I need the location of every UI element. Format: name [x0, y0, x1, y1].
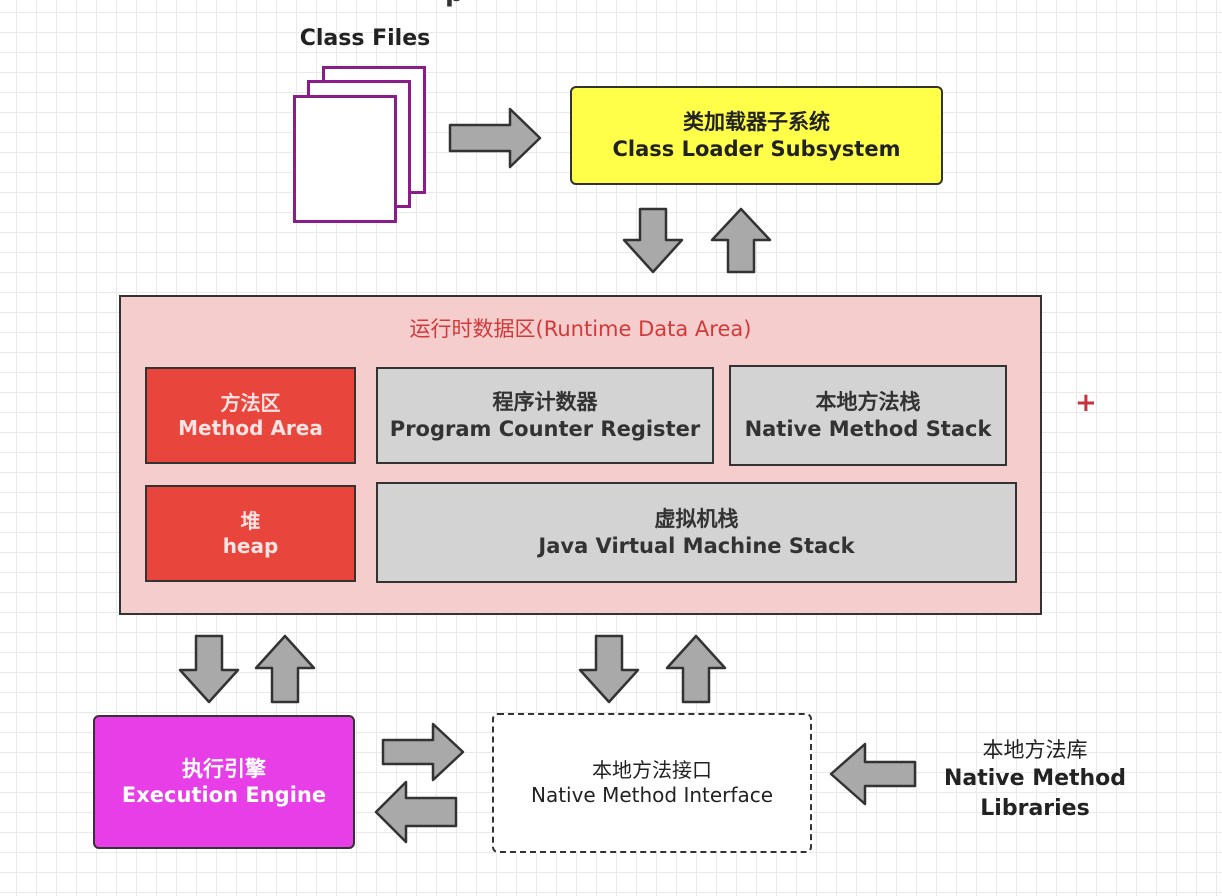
native-method-libraries: 本地方法库 Native Method Libraries	[930, 736, 1140, 824]
execution-engine: 执行引擎 Execution Engine	[93, 715, 355, 849]
class-files-label: Class Files	[299, 26, 431, 51]
java-virtual-machine-stack: 虚拟机栈 Java Virtual Machine Stack	[376, 482, 1017, 583]
block-arrow-icon-libraries-to-interface	[829, 742, 917, 806]
method-area-en: Method Area	[178, 415, 323, 440]
native-method-stack: 本地方法栈 Native Method Stack	[729, 365, 1007, 466]
method-area-cn: 方法区	[220, 390, 281, 415]
program-counter-register: 程序计数器 Program Counter Register	[376, 367, 714, 464]
native-method-stack-cn: 本地方法栈	[815, 390, 921, 415]
method-area: 方法区 Method Area	[145, 367, 356, 464]
block-arrow-icon-interface-to-exec	[374, 780, 458, 844]
native-method-stack-en: Native Method Stack	[744, 416, 992, 441]
native-libraries-en-line2: Libraries	[980, 796, 1090, 822]
block-arrow-icon-exec-up	[254, 634, 316, 704]
heap-en: heap	[222, 533, 279, 558]
jvm-stack-en: Java Virtual Machine Stack	[538, 533, 855, 558]
plus-cursor-icon: +	[1075, 388, 1097, 418]
native-interface-cn: 本地方法接口	[592, 758, 712, 782]
native-interface-en: Native Method Interface	[530, 783, 774, 807]
block-arrow-icon-exec-down	[178, 634, 240, 704]
class-loader-subsystem: 类加载器子系统 Class Loader Subsystem	[570, 86, 943, 185]
block-arrow-icon-loader-up	[710, 207, 772, 274]
block-arrow-icon-interface-down	[578, 634, 640, 704]
runtime-data-area-title: 运行时数据区(Runtime Data Area)	[409, 317, 752, 341]
class-loader-en: Class Loader Subsystem	[612, 136, 901, 161]
jvm-stack-cn: 虚拟机栈	[654, 507, 739, 532]
block-arrow-icon-loader-down	[622, 207, 684, 274]
class-loader-cn: 类加载器子系统	[683, 110, 830, 135]
native-method-interface: 本地方法接口 Native Method Interface	[492, 713, 812, 853]
heap: 堆 heap	[145, 485, 356, 582]
block-arrow-icon-files-to-loader	[448, 107, 542, 169]
native-libraries-cn: 本地方法库	[982, 738, 1088, 762]
execution-engine-en: Execution Engine	[121, 783, 327, 807]
program-counter-cn: 程序计数器	[492, 390, 598, 415]
block-arrow-icon-interface-up	[665, 634, 727, 704]
file-page-front	[293, 95, 397, 223]
block-arrow-icon-exec-to-interface	[381, 722, 465, 782]
execution-engine-cn: 执行引擎	[182, 756, 266, 781]
page-title-fragment: p	[445, 0, 475, 8]
native-libraries-en-line1: Native Method	[943, 766, 1127, 792]
heap-cn: 堆	[240, 508, 261, 533]
program-counter-en: Program Counter Register	[389, 416, 701, 441]
